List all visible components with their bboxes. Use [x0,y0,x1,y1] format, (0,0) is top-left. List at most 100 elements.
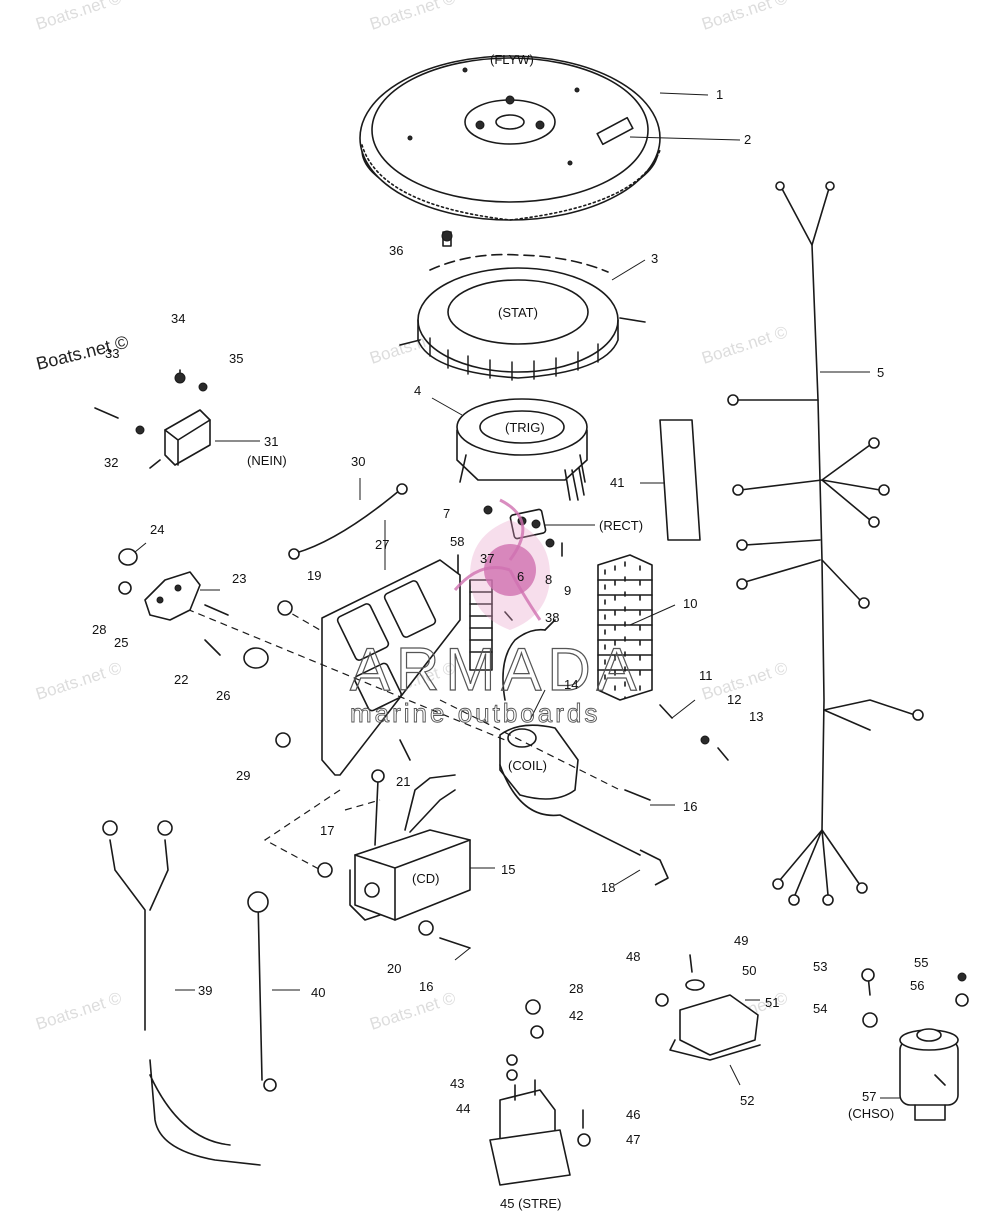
callout-48: 48 [626,949,640,964]
callout-13: 13 [749,709,763,724]
callout-30: 30 [351,454,365,469]
trigger-part [456,398,588,501]
callout-19: 19 [307,568,321,583]
callout-46: 46 [626,1107,640,1122]
callout-55: 55 [914,955,928,970]
callout-43: 43 [450,1076,464,1091]
callout-7: 7 [443,506,450,521]
callout-17: 17 [320,823,334,838]
callout-8: 8 [545,572,552,587]
callout-2: 2 [744,132,751,147]
starter-solenoid-part [489,999,591,1186]
flywheel-part [359,55,661,221]
fasteners [275,600,729,949]
callout-54: 54 [813,1001,827,1016]
part-labels: (FLYW) (STAT) (TRIG) (RECT) (COIL) (CD) … [92,52,928,1211]
callout-57: 57 [862,1089,876,1104]
callout-39: 39 [198,983,212,998]
callout-1: 1 [716,87,723,102]
logo-wordmark: ARMADA [350,636,643,703]
watermark-text: Boats.net © [699,322,790,368]
callout-52: 52 [740,1093,754,1108]
callout-26: 26 [216,688,230,703]
watermark-text: Boats.net © [33,658,124,704]
callout-21: 21 [396,774,410,789]
label-stre: 45 (STRE) [500,1196,561,1211]
logo-tagline: marine outboards [350,698,600,728]
callout-27: 27 [375,537,389,552]
callout-3: 3 [651,251,658,266]
assembly-lines [164,599,621,876]
callout-38: 38 [545,610,559,625]
watermark-text: Boats.net © [33,0,124,34]
callout-15: 15 [501,862,515,877]
armada-logo-watermark: ARMADA marine outboards [349,498,643,728]
callout-23: 23 [232,571,246,586]
neutral-switch-part [94,369,211,469]
label-trig: (TRIG) [505,420,545,435]
callout-47: 47 [626,1132,640,1147]
callout-11: 11 [699,668,713,683]
callout-4: 4 [414,383,421,398]
callout-35: 35 [229,351,243,366]
label-chso: (CHSO) [848,1106,894,1121]
callout-42: 42 [569,1008,583,1023]
callout-28a: 28 [92,622,106,637]
callout-10: 10 [683,596,697,611]
callout-25: 25 [114,635,128,650]
callout-49: 49 [734,933,748,948]
callout-20: 20 [387,961,401,976]
bracket-part [118,548,269,669]
tape-part [659,419,701,541]
watermark-text: Boats.net © [699,0,790,34]
leader-lines [134,92,900,1099]
choke-solenoid-part [861,968,969,1121]
callout-6: 6 [517,569,524,584]
callout-31: 31 [264,434,278,449]
terminal-block-part [597,554,653,701]
callout-40: 40 [311,985,325,1000]
callout-56: 56 [910,978,924,993]
callout-16b: 16 [419,979,433,994]
callout-44: 44 [456,1101,470,1116]
watermark-text: Boats.net © [367,988,458,1034]
callout-16a: 16 [683,799,697,814]
mounting-plate-part [321,559,461,776]
callout-36: 36 [389,243,403,258]
label-rect: (RECT) [599,518,643,533]
callout-22: 22 [174,672,188,687]
callout-58: 58 [450,534,464,549]
callout-51: 51 [765,995,779,1010]
callout-28b: 28 [569,981,583,996]
cd-module-part [349,769,471,921]
label-flyw: (FLYW) [490,52,534,67]
callout-34: 34 [171,311,185,326]
callout-41: 41 [610,475,624,490]
callout-33: 33 [105,346,119,361]
ignition-coil-part [499,619,669,886]
callout-24: 24 [150,522,164,537]
callout-18: 18 [601,880,615,895]
ground-lead-part [288,483,408,560]
watermark-text: Boats.net © [33,988,124,1034]
battery-cables-part [102,820,277,1166]
callout-32: 32 [104,455,118,470]
label-cd: (CD) [412,871,439,886]
callout-29: 29 [236,768,250,783]
watermark-text: Boats.net © [699,658,790,704]
callout-37: 37 [480,551,494,566]
label-coil: (COIL) [508,758,547,773]
callout-9: 9 [564,583,571,598]
callout-14: 14 [564,677,578,692]
watermark-text: Boats.net © [367,0,458,34]
label-nein: (NEIN) [247,453,287,468]
wiring-harness-part [727,181,924,906]
callout-5: 5 [877,365,884,380]
callout-53: 53 [813,959,827,974]
stator-part [399,230,646,381]
regulator-part [655,954,761,1061]
callout-50: 50 [742,963,756,978]
label-stat: (STAT) [498,305,538,320]
